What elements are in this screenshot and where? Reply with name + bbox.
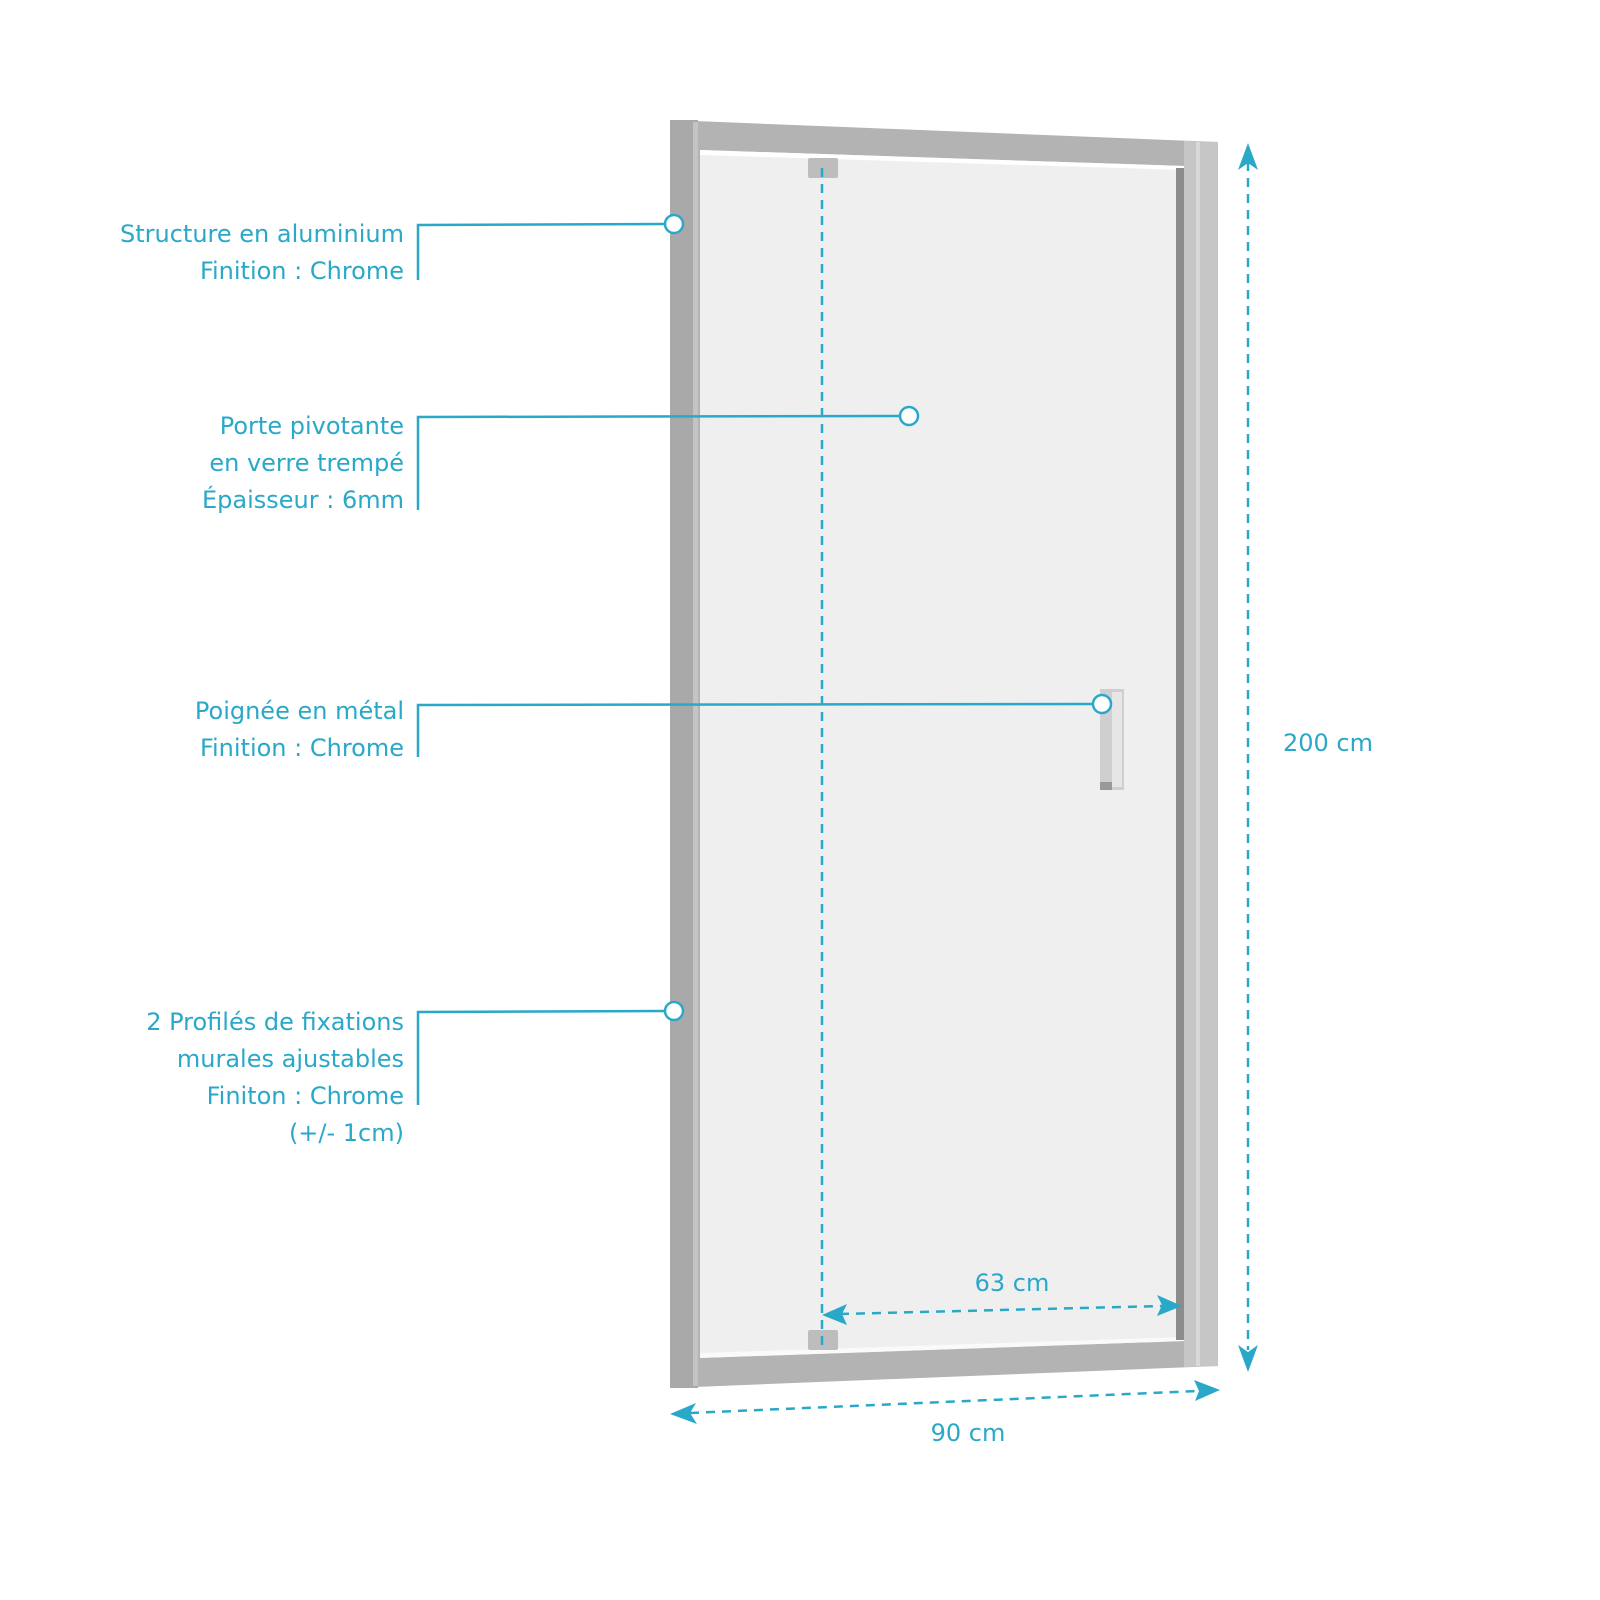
callout-text: en verre trempé: [209, 449, 404, 477]
arrow-left-icon: [822, 1304, 847, 1325]
callout-text: murales ajustables: [177, 1045, 404, 1073]
callout-text: Poignée en métal: [195, 697, 404, 725]
left-profile-highlight: [693, 122, 698, 1386]
height-dimension: 200 cm: [1238, 143, 1373, 1372]
callout-marker: [663, 213, 685, 235]
opening-label: 63 cm: [975, 1269, 1050, 1297]
arrow-left-icon: [670, 1403, 697, 1424]
opening-dimension: 63 cm: [822, 1269, 1182, 1325]
width-label: 90 cm: [931, 1419, 1006, 1447]
height-label: 200 cm: [1283, 729, 1373, 757]
callout-text: Finiton : Chrome: [207, 1082, 404, 1110]
width-dimension: 90 cm: [670, 1380, 1220, 1447]
callout-text: (+/- 1cm): [289, 1119, 404, 1147]
right-profile-groove: [1176, 168, 1184, 1340]
arrow-down-icon: [1238, 1345, 1258, 1372]
right-profile-highlight: [1196, 142, 1200, 1366]
callout-text: 2 Profilés de fixations: [146, 1008, 404, 1036]
callout-marker: [898, 405, 920, 427]
callout-wall-profiles: 2 Profilés de fixations murales ajustabl…: [146, 1000, 685, 1147]
arrow-up-icon: [1238, 143, 1258, 170]
callout-text: Porte pivotante: [220, 412, 404, 440]
glass-panel-edge: [700, 150, 1184, 170]
callout-text: Finition : Chrome: [200, 734, 404, 762]
callout-text: Épaisseur : 6mm: [202, 485, 404, 514]
right-wall-profile: [1184, 141, 1218, 1367]
callout-text: Structure en aluminium: [120, 220, 404, 248]
arrow-right-icon: [1194, 1380, 1220, 1401]
callout-marker: [663, 1000, 685, 1022]
callout-handle: Poignée en métal Finition : Chrome: [195, 693, 1113, 762]
callout-glass-door: Porte pivotante en verre trempé Épaisseu…: [202, 405, 920, 514]
shower-door: [670, 120, 1218, 1388]
callout-structure: Structure en aluminium Finition : Chrome: [120, 213, 685, 285]
callout-marker: [1091, 693, 1113, 715]
glass-bottom-edge: [700, 1337, 1184, 1358]
arrow-right-icon: [1157, 1295, 1182, 1316]
callout-text: Finition : Chrome: [200, 257, 404, 285]
